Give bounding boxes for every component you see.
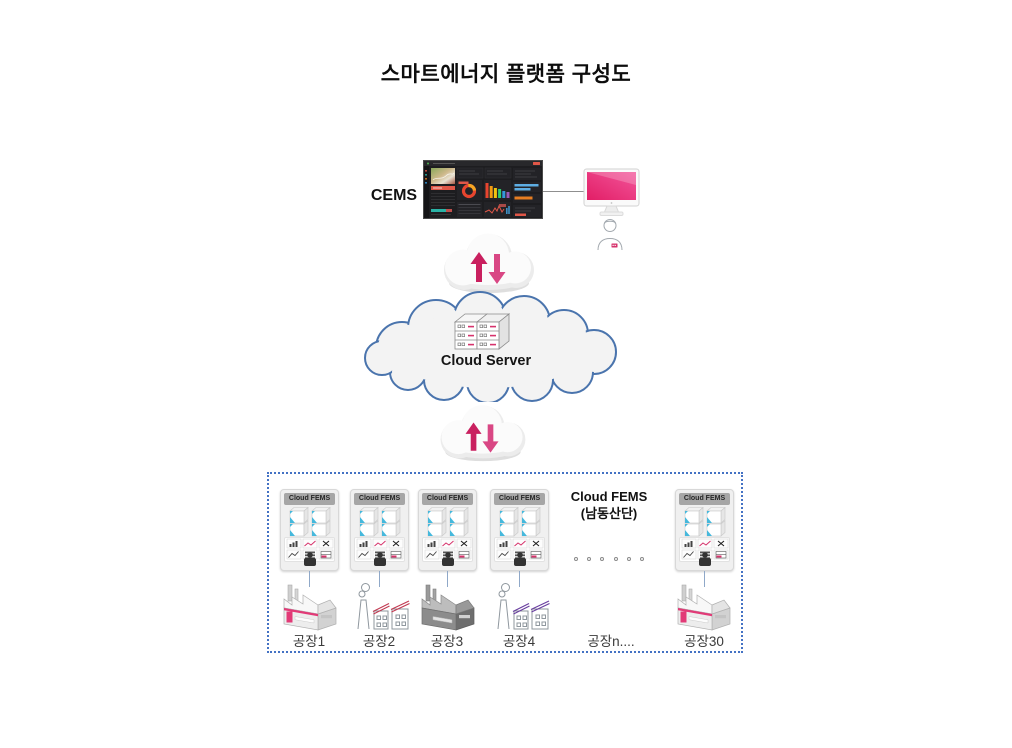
fems-group-label-line2: (남동산단)	[580, 505, 638, 521]
monitor-icon	[583, 168, 640, 216]
ellipsis-dot	[587, 557, 592, 561]
factory-label-2: 공장2	[362, 634, 396, 649]
connector-line-dashboard-monitor	[543, 191, 587, 192]
ellipsis-dot	[613, 557, 618, 561]
fems-group-box: Cloud FEMS (남동산단) Cloud FEMS	[267, 472, 743, 653]
cems-dashboard-screenshot	[423, 160, 543, 219]
fems-card-header: Cloud FEMS	[354, 493, 405, 505]
up-arrow-icon	[470, 252, 488, 282]
fems-dashboard-panel	[679, 537, 730, 562]
ellipsis-dots	[574, 557, 644, 561]
cloud-transfer-lower-icon	[440, 405, 526, 462]
up-arrow-icon	[465, 422, 482, 451]
fems-card-3: Cloud FEMS	[418, 489, 477, 571]
fems-servers-icon	[684, 506, 726, 537]
fems-terminal-icon	[442, 552, 454, 566]
fems-servers-icon	[289, 506, 331, 537]
fems-card-4: Cloud FEMS	[490, 489, 549, 571]
cloud-transfer-upper-icon	[444, 233, 534, 293]
card-factory-connector	[379, 571, 380, 587]
page-title: 스마트에너지 플랫폼 구성도	[380, 63, 632, 86]
fems-servers-icon	[499, 506, 541, 537]
down-arrow-icon	[488, 254, 506, 284]
fems-terminal-icon	[699, 552, 711, 566]
cloud-server-cloud-icon	[364, 291, 617, 402]
factory-30-icon	[677, 584, 731, 631]
factory-label-3: 공장3	[430, 634, 464, 649]
factory-label-30: 공장30	[684, 634, 724, 649]
fems-card-header: Cloud FEMS	[422, 493, 473, 505]
fems-terminal-icon	[304, 552, 316, 566]
fems-terminal-icon	[374, 552, 386, 566]
factory-2-icon	[357, 583, 410, 630]
ellipsis-dot	[600, 557, 605, 561]
fems-group-label: Cloud FEMS (남동산단)	[554, 489, 664, 523]
ellipsis-dot	[626, 557, 631, 561]
user-icon	[597, 219, 623, 251]
fems-card-header: Cloud FEMS	[284, 493, 335, 505]
fems-terminal-icon	[514, 552, 526, 566]
card-factory-connector	[519, 571, 520, 587]
factory-label-n: 공장n....	[587, 634, 635, 649]
factory-label-1: 공장1	[292, 634, 326, 649]
server-rack-icon	[453, 313, 511, 350]
fems-servers-icon	[359, 506, 401, 537]
card-factory-connector	[447, 571, 448, 587]
factory-1-icon	[283, 584, 337, 631]
fems-card-header: Cloud FEMS	[494, 493, 545, 505]
factory-3-icon	[421, 584, 475, 631]
fems-group-label-line1: Cloud FEMS	[570, 489, 648, 504]
fems-card-header: Cloud FEMS	[679, 493, 730, 505]
ellipsis-dot	[639, 557, 644, 561]
down-arrow-icon	[482, 424, 499, 453]
cloud-server-label: Cloud Server	[440, 353, 532, 369]
card-factory-connector	[704, 571, 705, 587]
ellipsis-dot	[574, 557, 578, 561]
cems-label: CEMS	[370, 187, 418, 204]
fems-card-5: Cloud FEMS	[675, 489, 734, 571]
factory-4-icon	[497, 583, 550, 630]
fems-card-2: Cloud FEMS	[350, 489, 409, 571]
card-factory-connector	[309, 571, 310, 587]
factory-label-4: 공장4	[502, 634, 536, 649]
fems-card-1: Cloud FEMS	[280, 489, 339, 571]
fems-servers-icon	[427, 506, 469, 537]
